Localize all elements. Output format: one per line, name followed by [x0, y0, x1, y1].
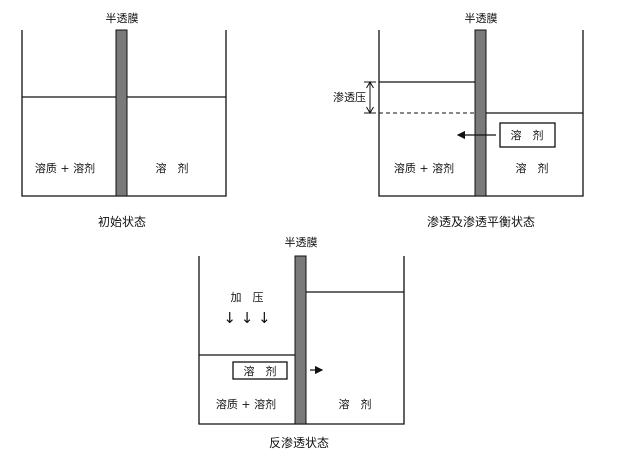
panel-osmosis: 半透膜 渗透压 溶 剂 溶质 + 溶剂 溶 剂 渗透及渗透平衡状态	[333, 11, 584, 229]
osmotic-pressure-label: 渗透压	[333, 90, 366, 104]
panel-caption: 初始状态	[98, 215, 146, 229]
membrane-label: 半透膜	[285, 235, 318, 249]
membrane	[115, 29, 128, 197]
panel-caption: 渗透及渗透平衡状态	[427, 214, 535, 229]
solvent-box-label: 溶 剂	[511, 128, 544, 142]
pressure-arrows-icon: ↓ ↓ ↓	[223, 309, 270, 327]
solvent-box	[232, 361, 288, 380]
solution-label: 溶质 + 溶剂	[216, 397, 276, 411]
osmotic-pressure-bracket	[364, 81, 376, 114]
solvent-label: 溶 剂	[516, 161, 549, 175]
membrane	[474, 29, 487, 197]
solution-label: 溶质 + 溶剂	[394, 161, 454, 175]
panel-initial: 半透膜 溶质 + 溶剂 溶 剂 初始状态	[21, 11, 227, 229]
membrane-label: 半透膜	[106, 11, 139, 25]
solvent-label: 溶 剂	[156, 161, 189, 175]
solvent-box	[499, 122, 556, 148]
solvent-box-label: 溶 剂	[244, 364, 277, 378]
solvent-label: 溶 剂	[339, 397, 372, 411]
applied-pressure-label: 加 压	[231, 291, 264, 304]
membrane	[294, 255, 307, 425]
membrane-label: 半透膜	[465, 11, 498, 25]
panel-caption: 反渗透状态	[269, 435, 329, 450]
panel-reverse: 半透膜 加 压 ↓ ↓ ↓ 溶 剂 溶质 + 溶剂 溶 剂 反渗透状态	[198, 235, 405, 450]
solution-label: 溶质 + 溶剂	[35, 161, 95, 175]
